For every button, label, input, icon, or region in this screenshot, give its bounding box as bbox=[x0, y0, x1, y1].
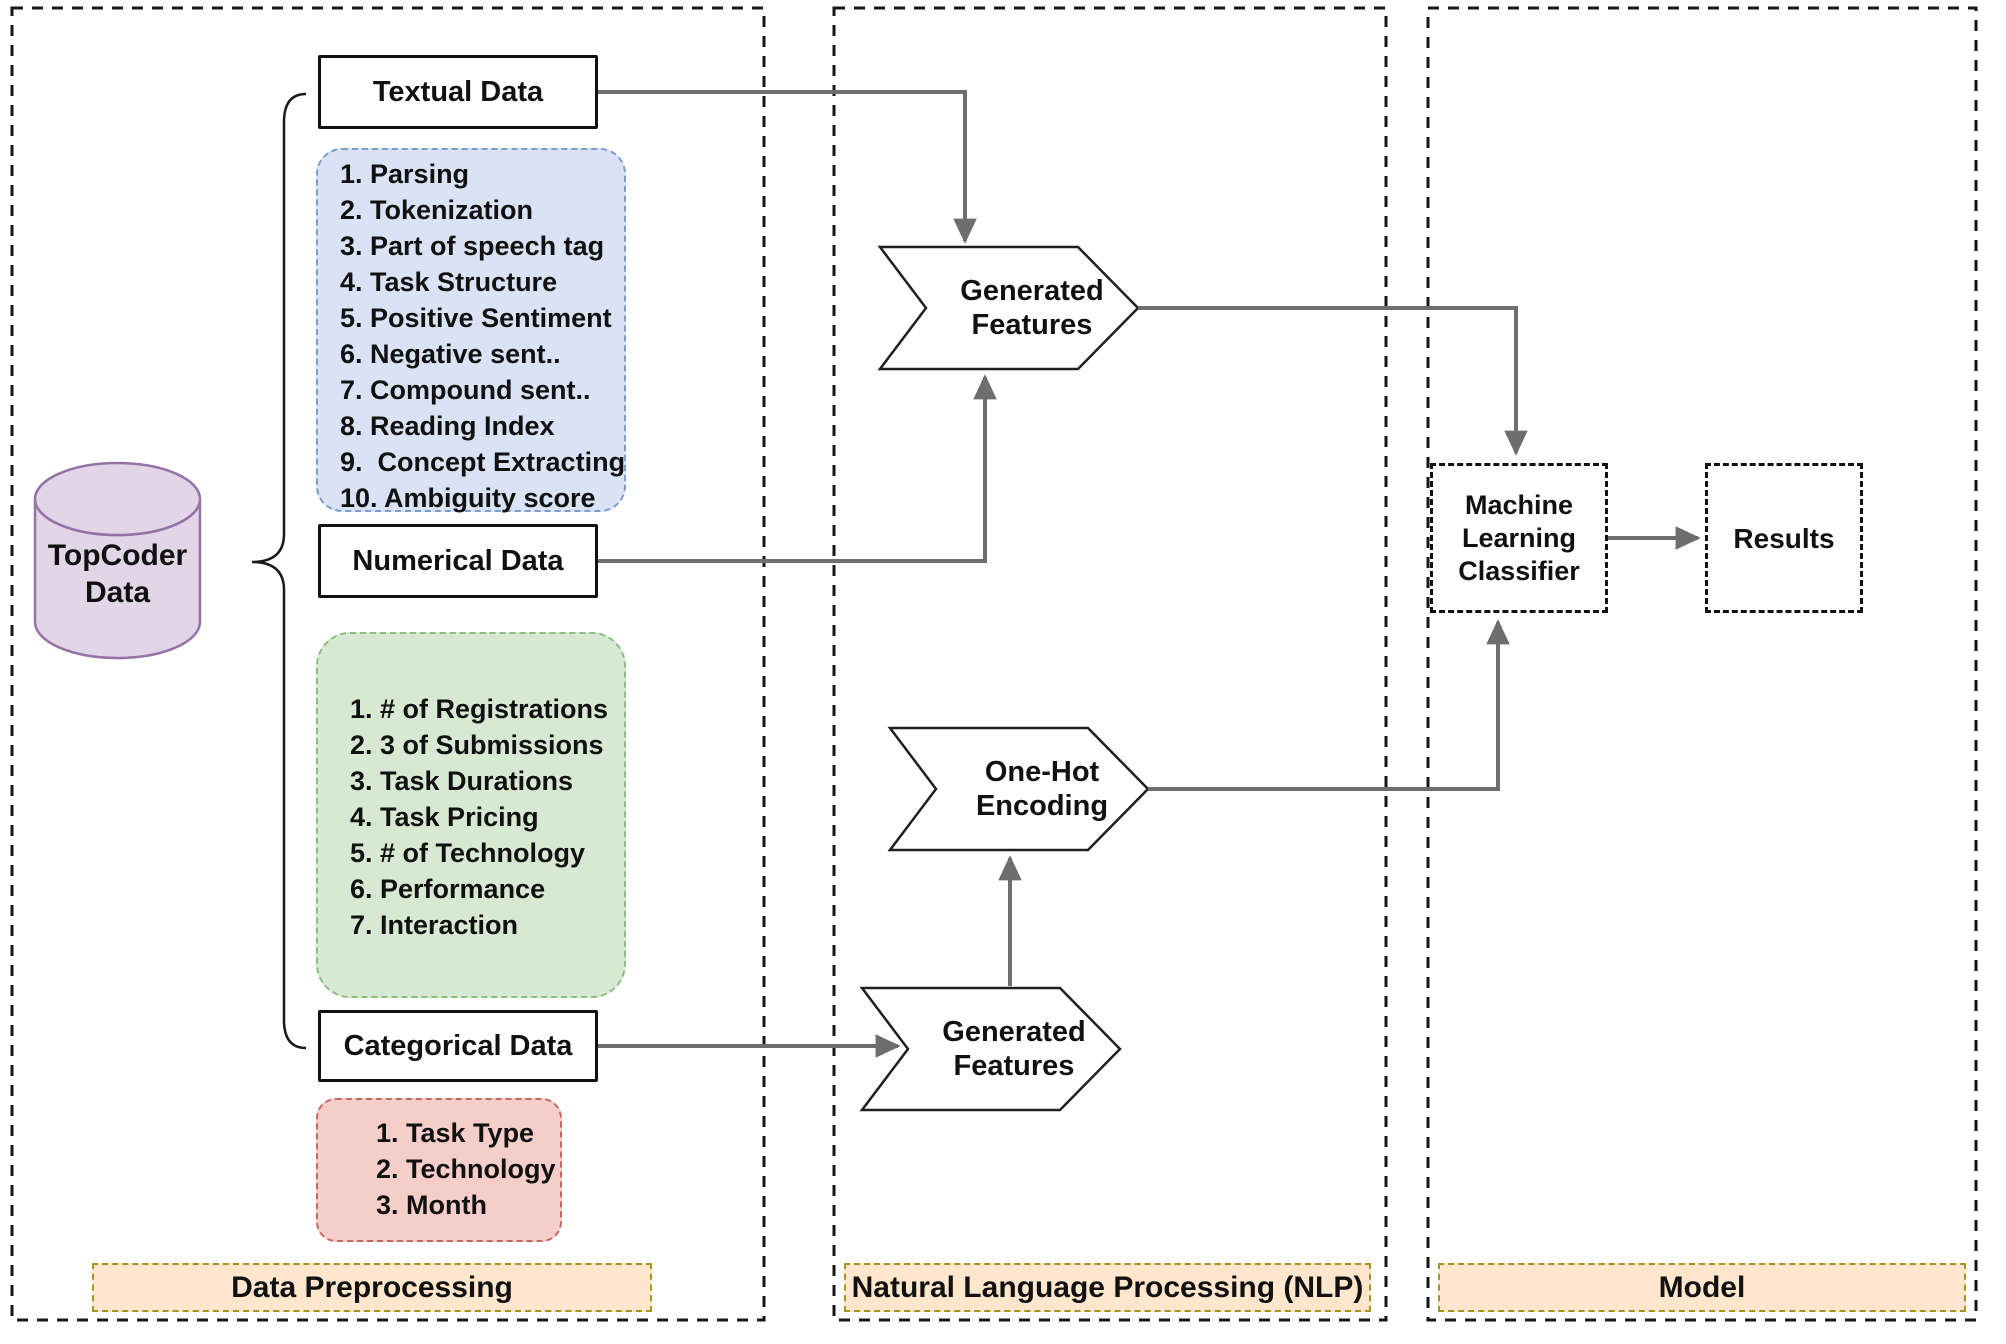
list-item: 5. # of Technology bbox=[350, 838, 586, 868]
textual-data-label: Textual Data bbox=[372, 75, 544, 108]
section-label: Model bbox=[1658, 1270, 1746, 1304]
list-item: 3. Task Durations bbox=[350, 766, 574, 796]
list-item: 2. Technology bbox=[376, 1154, 556, 1184]
list-item: 9. Concept Extracting bbox=[340, 447, 626, 477]
section-label: Natural Language Processing (NLP) bbox=[851, 1270, 1364, 1304]
categorical-features-list: 1. Task Type 2. Technology 3. Month bbox=[316, 1098, 562, 1242]
list-item: 1. # of Registrations bbox=[350, 694, 609, 724]
textual-data-box: Textual Data bbox=[318, 55, 598, 129]
machine-learning-classifier-box: Machine Learning Classifier bbox=[1430, 463, 1608, 613]
list-item: 5. Positive Sentiment bbox=[340, 303, 612, 333]
list-item: 2. 3 of Submissions bbox=[350, 730, 604, 760]
classifier-label-line2: Learning bbox=[1461, 522, 1576, 553]
numerical-features-list: 1. # of Registrations 2. 3 of Submissions… bbox=[316, 632, 626, 998]
list-item: 1. Task Type bbox=[376, 1118, 535, 1148]
list-item: 1. Parsing bbox=[340, 159, 470, 189]
list-item: 2. Tokenization bbox=[340, 195, 534, 225]
section-bar-model: Model bbox=[1438, 1263, 1966, 1312]
section-label: Data Preprocessing bbox=[231, 1270, 513, 1304]
numerical-data-label: Numerical Data bbox=[352, 544, 564, 577]
textual-features-list: 1. Parsing 2. Tokenization 3. Part of spee… bbox=[316, 148, 626, 513]
results-label: Results bbox=[1733, 522, 1835, 554]
results-box: Results bbox=[1705, 463, 1863, 613]
list-item: 6. Performance bbox=[350, 874, 546, 904]
categorical-data-label: Categorical Data bbox=[343, 1029, 573, 1062]
classifier-label-line3: Classifier bbox=[1458, 555, 1580, 586]
categorical-data-box: Categorical Data bbox=[318, 1010, 598, 1082]
classifier-label-line1: Machine bbox=[1464, 489, 1574, 520]
list-item: 4. Task Structure bbox=[340, 267, 558, 297]
list-item: 6. Negative sent.. bbox=[340, 339, 561, 369]
list-item: 3. Part of speech tag bbox=[340, 231, 605, 261]
list-item: 10. Ambiguity score bbox=[340, 483, 596, 513]
list-item: 7. Interaction bbox=[350, 910, 519, 940]
section-bar-nlp: Natural Language Processing (NLP) bbox=[844, 1263, 1371, 1312]
numerical-data-box: Numerical Data bbox=[318, 524, 598, 598]
list-item: 8. Reading Index bbox=[340, 411, 555, 441]
section-bar-data-preprocessing: Data Preprocessing bbox=[92, 1263, 652, 1312]
list-item: 3. Month bbox=[376, 1190, 487, 1220]
list-item: 7. Compound sent.. bbox=[340, 375, 591, 405]
list-item: 4. Task Pricing bbox=[350, 802, 539, 832]
